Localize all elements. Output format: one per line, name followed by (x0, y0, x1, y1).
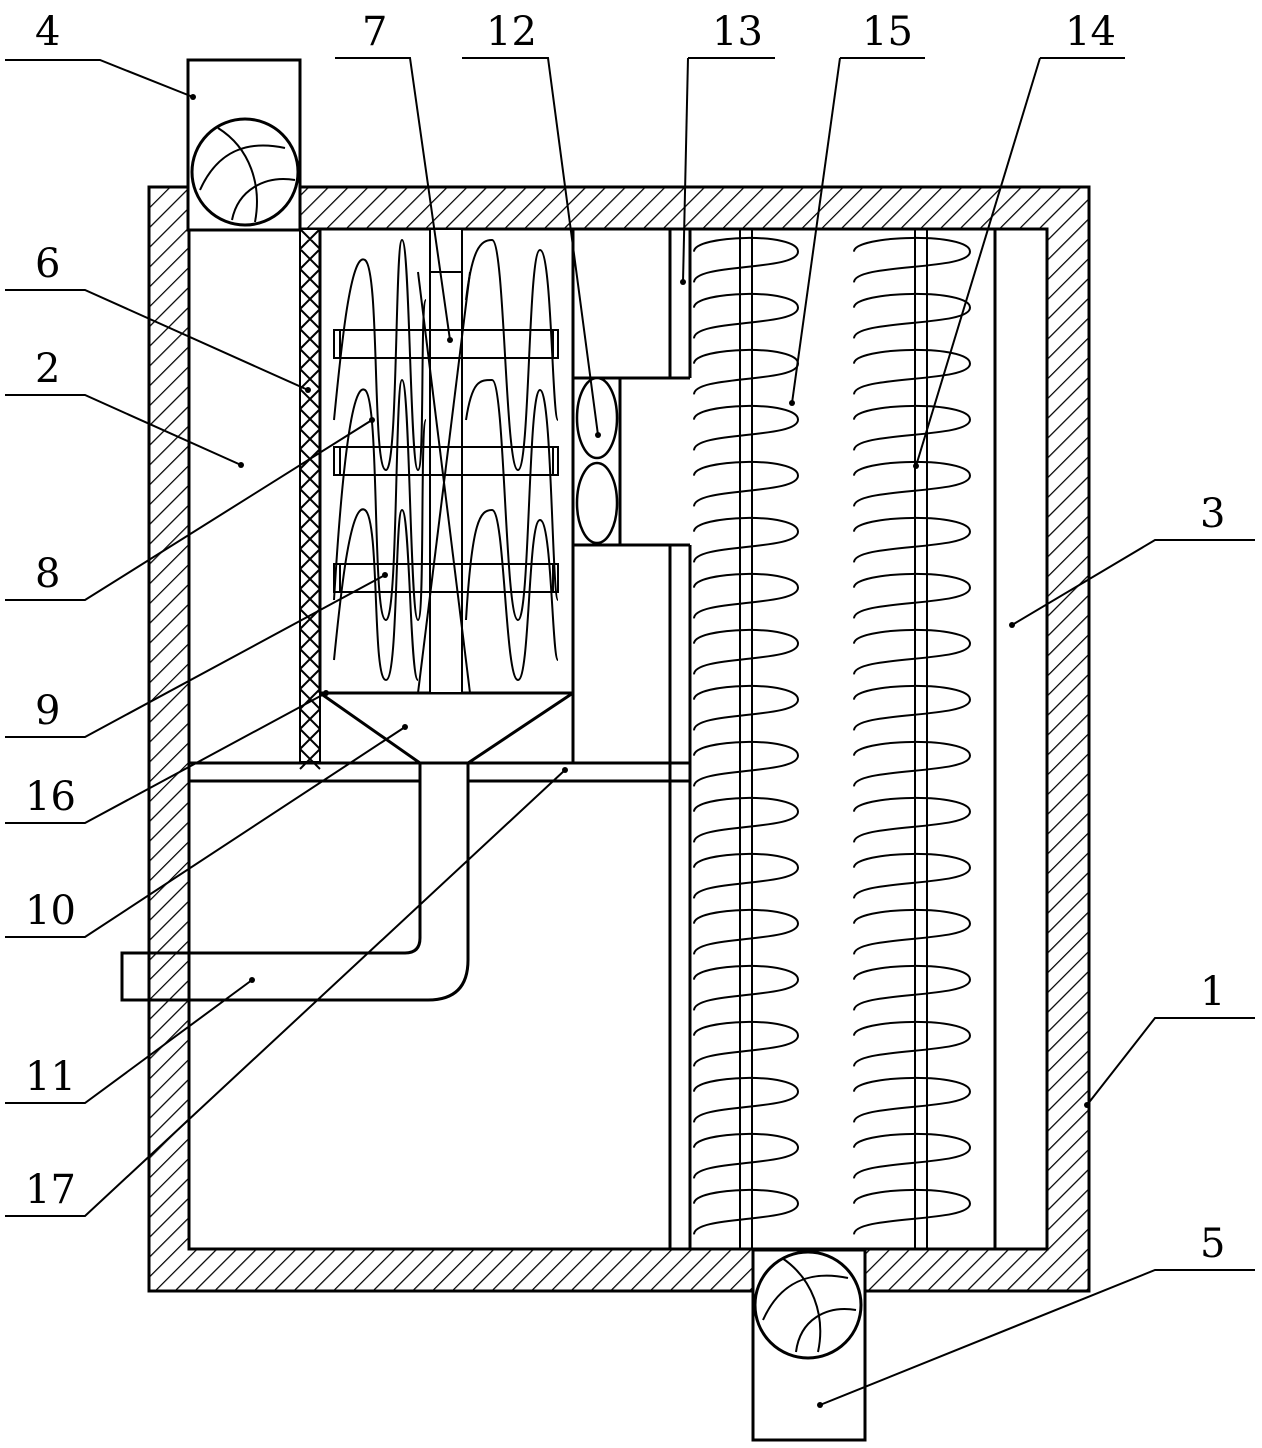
label-2: 2 (35, 346, 60, 392)
partition-plate (189, 761, 690, 783)
label-6: 6 (35, 241, 60, 287)
heater-assembly (693, 229, 997, 1249)
label-1: 1 (1200, 969, 1225, 1015)
heating-coil-left (693, 236, 800, 1235)
crushing-blade-left-2 (333, 378, 427, 622)
label-17: 17 (25, 1167, 76, 1213)
outlet-fan-assembly (751, 1248, 867, 1442)
label-11: 11 (25, 1054, 76, 1100)
label-8: 8 (35, 551, 60, 597)
fan-icon (753, 1250, 863, 1360)
label-9: 9 (35, 688, 60, 734)
label-10: 10 (25, 888, 76, 934)
crushing-blade-right (465, 238, 559, 472)
label-4: 4 (35, 9, 60, 55)
crushing-blade-left (333, 238, 427, 472)
hopper-and-discharge-pipe (120, 691, 574, 1002)
label-15: 15 (862, 9, 913, 55)
label-12: 12 (486, 9, 537, 55)
label-7: 7 (362, 9, 387, 55)
vertical-partition (573, 229, 692, 1249)
label-16: 16 (25, 774, 76, 820)
label-14: 14 (1065, 9, 1116, 55)
leader-lines (5, 57, 1255, 1406)
inlet-fan-assembly (186, 58, 302, 232)
label-3: 3 (1200, 491, 1225, 537)
crushing-blade-left-3 (333, 508, 419, 682)
crushing-chamber (318, 228, 575, 763)
label-5: 5 (1200, 1221, 1225, 1267)
fan-icon (190, 117, 300, 227)
crushing-blade-right-2 (465, 378, 559, 622)
leader-dots (190, 94, 1090, 1408)
roller-pair (575, 376, 619, 545)
heating-coil-right (853, 236, 972, 1235)
filter-screen (299, 228, 321, 770)
label-13: 13 (712, 9, 763, 55)
housing-wall (147, 185, 1091, 1293)
crushing-blade-right-3 (465, 508, 559, 682)
